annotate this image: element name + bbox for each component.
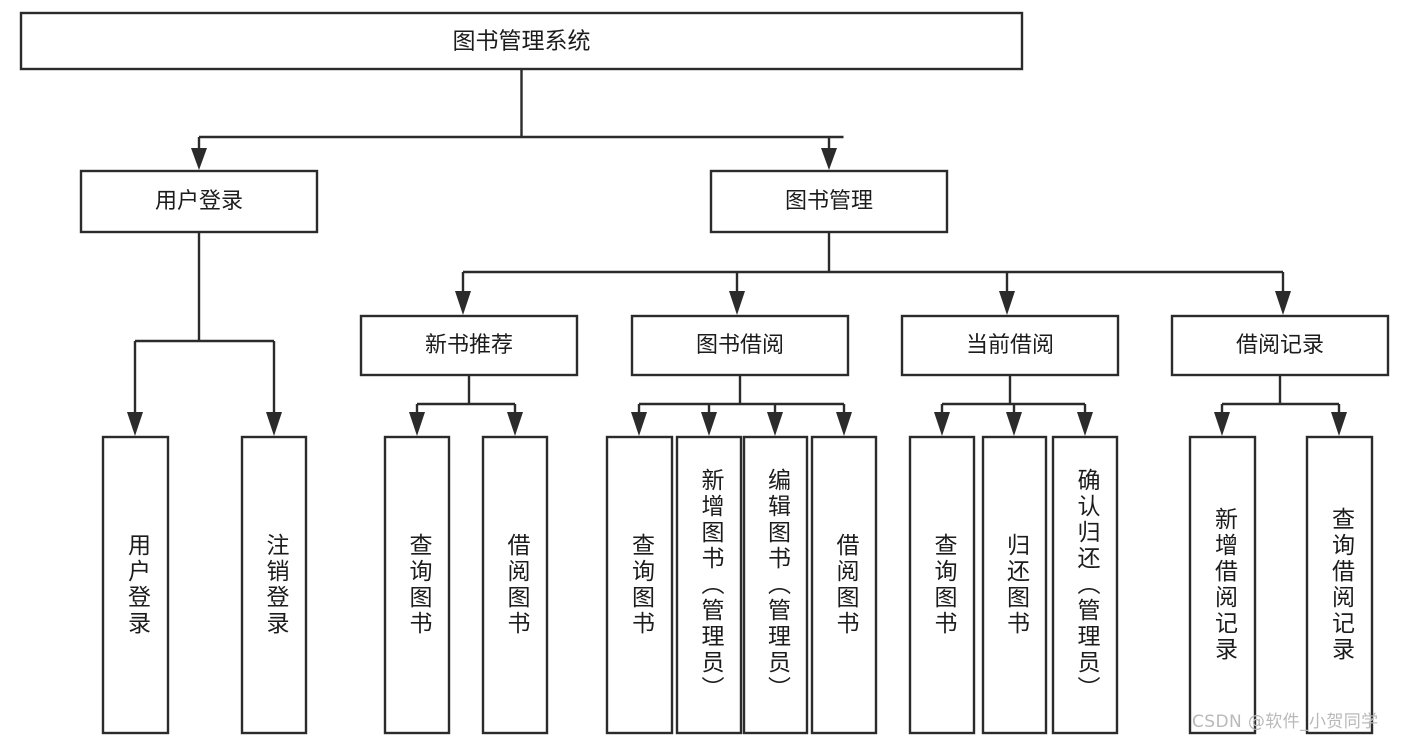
- connector-group-book-borrow: [631, 375, 852, 436]
- node-book-manage-label: 图书管理: [785, 189, 873, 214]
- node-current-borrow-box[interactable]: [900, 314, 1120, 377]
- connector-group-root: [191, 69, 844, 170]
- leaf-box-query-record[interactable]: [1305, 435, 1374, 735]
- arrow-head-leaf-add-book: [701, 412, 717, 436]
- leaf-box-query-book-3[interactable]: [908, 435, 976, 735]
- node-book-borrow-label: 图书借阅: [696, 333, 784, 358]
- arrow-head-new-book-rec: [455, 291, 471, 315]
- leaf-box-edit-book[interactable]: [742, 435, 809, 735]
- arrow-head-leaf-return-book: [1006, 412, 1022, 436]
- node-root-label: 图书管理系统: [453, 29, 591, 55]
- leaf-box-logout[interactable]: [240, 435, 308, 735]
- node-root-box[interactable]: [19, 11, 1024, 71]
- arrow-head-current-borrow: [999, 291, 1015, 315]
- leaf-box-borrow-book-1[interactable]: [481, 435, 549, 735]
- leaf-box-add-record[interactable]: [1188, 435, 1257, 735]
- arrow-head-leaf-query-book-2: [631, 412, 647, 436]
- arrow-head-borrow-record: [1275, 291, 1291, 315]
- node-book-manage-box[interactable]: [709, 169, 949, 234]
- arrow-head-user-login: [191, 148, 207, 170]
- arrow-head-leaf-query-book-3: [934, 412, 950, 436]
- node-current-borrow[interactable]: 当前借阅: [900, 314, 1120, 377]
- connector-group-new-book-rec: [409, 375, 523, 436]
- node-book-borrow[interactable]: 图书借阅: [630, 314, 850, 377]
- node-book-borrow-box[interactable]: [630, 314, 850, 377]
- leaf-box-add-book[interactable]: [675, 435, 743, 735]
- node-borrow-record-box[interactable]: [1170, 314, 1390, 377]
- node-book-manage[interactable]: 图书管理: [709, 169, 949, 234]
- arrow-head-book-manage: [821, 148, 837, 170]
- connector-group-borrow-record: [1214, 375, 1347, 436]
- arrow-head-leaf-borrow-book-1: [507, 412, 523, 436]
- arrow-head-leaf-add-record: [1214, 412, 1230, 436]
- node-root[interactable]: 图书管理系统: [19, 11, 1024, 71]
- arrow-head-leaf-confirm-return: [1077, 412, 1093, 436]
- csdn-watermark: CSDN @软件_小贺同学: [1192, 712, 1379, 732]
- arrow-head-leaf-query-record: [1331, 412, 1347, 436]
- leaf-box-user-login[interactable]: [101, 435, 170, 735]
- node-new-book-rec[interactable]: 新书推荐: [359, 314, 579, 377]
- node-user-login-box[interactable]: [79, 169, 319, 234]
- node-borrow-record-label: 借阅记录: [1236, 333, 1324, 358]
- connector-group-current-borrow: [934, 375, 1093, 436]
- node-new-book-rec-label: 新书推荐: [425, 333, 513, 358]
- arrow-head-leaf-logout: [266, 412, 282, 436]
- connector-group-book-manage: [455, 232, 1291, 315]
- node-user-login[interactable]: 用户登录: [79, 169, 319, 234]
- node-borrow-record[interactable]: 借阅记录: [1170, 314, 1390, 377]
- node-current-borrow-label: 当前借阅: [966, 333, 1054, 358]
- leaf-box-borrow-book-2[interactable]: [810, 435, 878, 735]
- node-user-login-label: 用户登录: [155, 189, 243, 214]
- node-new-book-rec-box[interactable]: [359, 314, 579, 377]
- arrow-head-leaf-query-book-1: [409, 412, 425, 436]
- arrow-head-leaf-edit-book: [767, 412, 783, 436]
- leaf-box-query-book-2[interactable]: [605, 435, 674, 735]
- leaf-box-query-book-1[interactable]: [383, 435, 451, 735]
- connector-group-user-login: [127, 232, 282, 436]
- arrow-head-book-borrow: [729, 291, 745, 315]
- arrow-head-leaf-user-login: [127, 412, 143, 436]
- leaf-box-confirm-return[interactable]: [1051, 435, 1119, 735]
- leaf-box-return-book[interactable]: [981, 435, 1048, 735]
- arrow-head-leaf-borrow-book-2: [836, 412, 852, 436]
